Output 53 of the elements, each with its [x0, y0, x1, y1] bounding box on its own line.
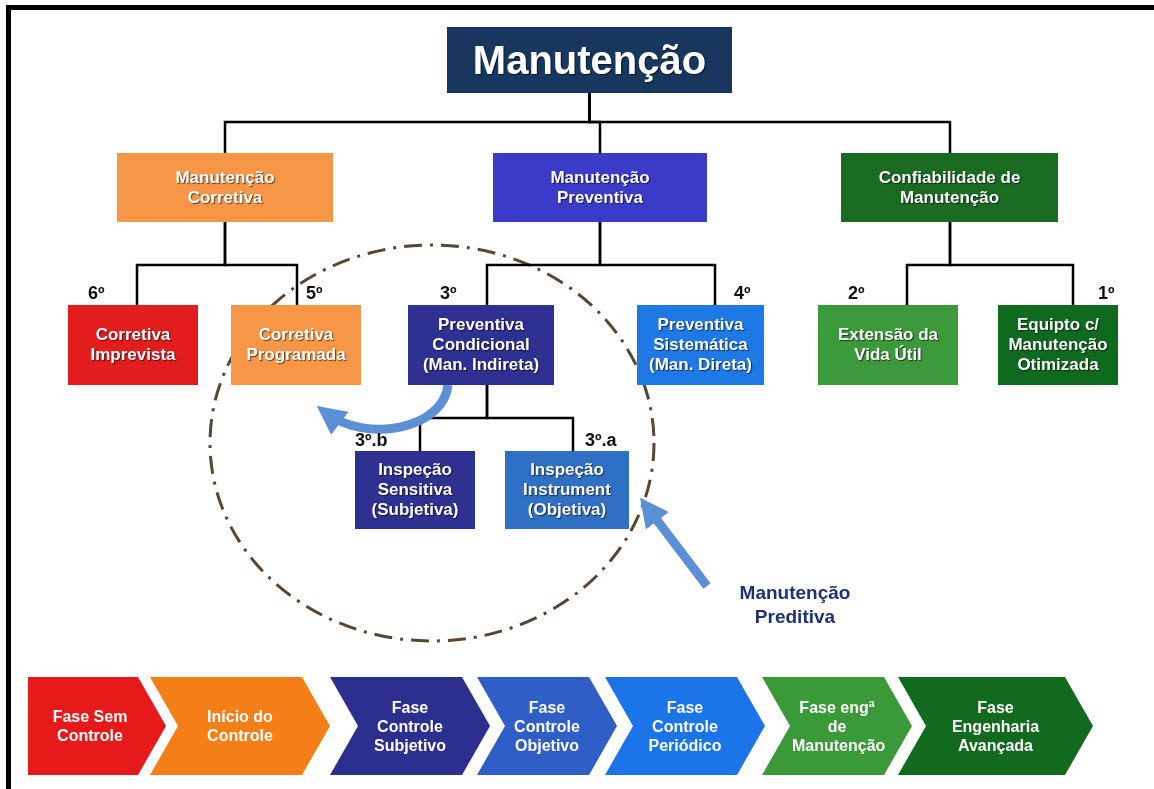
chevron-step	[898, 677, 1093, 775]
rank-number: 6º	[88, 283, 105, 304]
process-box	[68, 305, 198, 385]
process-box	[408, 305, 554, 385]
step-label: Fase Controle Subjetivo	[373, 697, 447, 755]
connector-line	[588, 93, 952, 153]
chevron-step	[28, 677, 166, 775]
process-box	[818, 305, 958, 385]
step-label: Fase Controle Objetivo	[513, 697, 581, 755]
step-label: Início do Controle	[206, 707, 274, 745]
step-label: Fase Sem Controle	[51, 707, 129, 745]
connector-line	[598, 222, 717, 305]
rank-number: 3º.b	[355, 430, 388, 451]
chevron-step	[762, 677, 912, 775]
process-box	[493, 153, 707, 222]
process-box	[355, 451, 475, 529]
rank-number: 5º	[306, 283, 323, 304]
box-label: Inspeção Sensitiva (Subjetiva)	[370, 460, 460, 520]
chevron-step	[330, 677, 490, 775]
process-box	[998, 305, 1118, 385]
step-label: Fase Engenharia Avançada	[950, 697, 1041, 755]
box-label: Equipto c/ Manutenção Otimizada	[1007, 315, 1109, 375]
box-label: Confiabilidade de Manutenção	[877, 167, 1022, 208]
connector-line	[223, 222, 299, 305]
box-label: Preventiva Condicional (Man. Indireta)	[421, 315, 541, 375]
connector-line	[948, 222, 1075, 305]
box-label: Manutenção	[472, 37, 707, 83]
process-box	[117, 153, 333, 222]
chevron-step	[477, 677, 617, 775]
chevron-step	[605, 677, 765, 775]
box-label: Manutenção Corretiva	[174, 167, 276, 208]
step-label: Fase Controle Periódico	[647, 697, 723, 755]
rank-number: 4º	[734, 283, 751, 304]
rank-number: 3º	[440, 283, 457, 304]
box-label: Manutenção Preventiva	[549, 167, 651, 208]
process-box	[637, 305, 764, 385]
rank-number: 1º	[1098, 283, 1115, 304]
connector-line	[485, 385, 575, 451]
box-label: Corretiva Imprevista	[89, 325, 177, 365]
process-box	[447, 27, 732, 93]
box-label: Manutenção Preditiva	[738, 581, 852, 629]
curved-arrow	[640, 497, 711, 589]
rank-number: 2º	[848, 283, 865, 304]
curved-arrow	[316, 383, 453, 435]
rank-number: 3º.a	[585, 430, 617, 451]
box-label: Inspeção Instrument (Objetiva)	[522, 460, 612, 520]
process-box	[231, 305, 361, 385]
box-label: Extensão da Vida Útil	[836, 325, 940, 365]
process-box	[841, 153, 1058, 222]
process-box	[505, 451, 629, 529]
box-label: Corretiva Programada	[245, 325, 347, 365]
chevron-step	[150, 677, 330, 775]
box-label: Preventiva Sistemática (Man. Direta)	[648, 315, 753, 375]
